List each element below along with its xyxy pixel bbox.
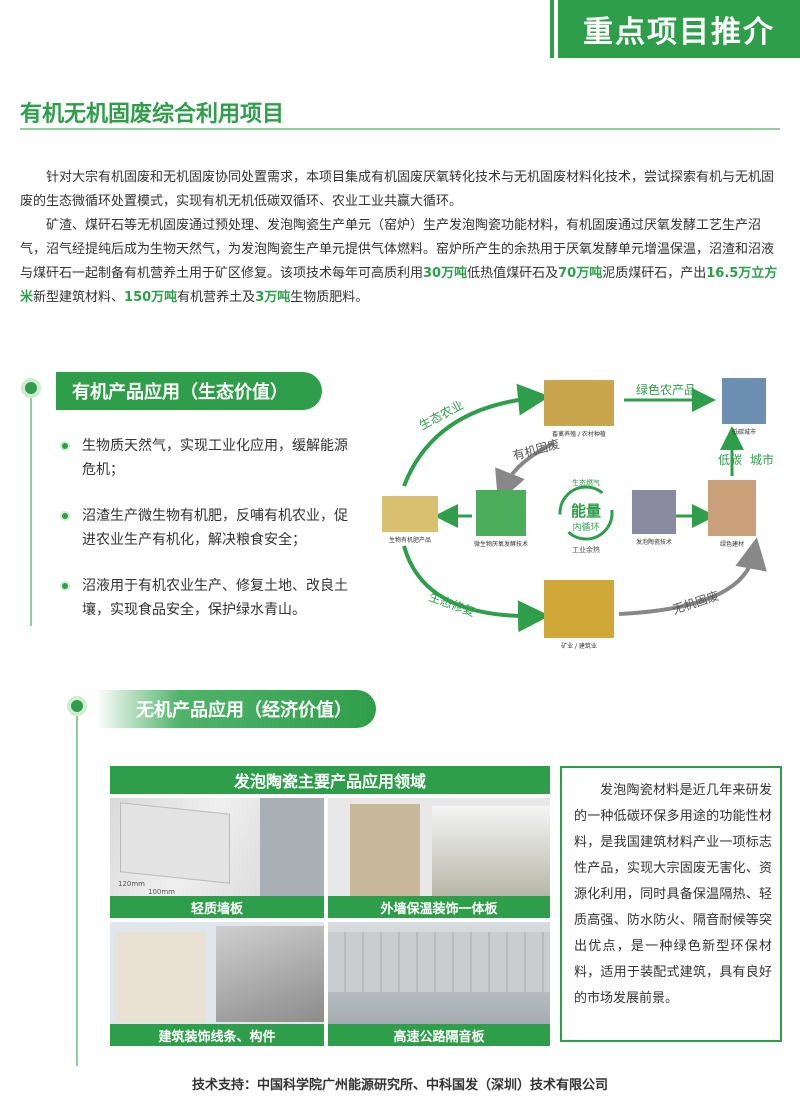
label-eco-gas: 生态燃气 — [572, 478, 600, 487]
digester-image — [476, 490, 526, 536]
label-inorganic-waste: 无机固废 — [670, 588, 720, 617]
list-item: 沼液用于有机农业生产、修复土地、改良土壤，实现食品安全，保护绿水青山。 — [58, 574, 358, 622]
panel-shape — [120, 802, 230, 884]
highlight-value: 3万吨 — [255, 290, 291, 305]
node-kiln-label: 发泡陶瓷技术 — [636, 538, 672, 546]
highlight-value: 70万吨 — [558, 266, 603, 281]
highlight-value: 30万吨 — [423, 266, 468, 281]
node-farm-label: 畜禽养殖 / 农村种植 — [552, 430, 606, 438]
gallery-title: 发泡陶瓷主要产品应用领域 — [110, 766, 550, 794]
highlight-value: 150万吨 — [124, 290, 178, 305]
label-organic-waste: 有机固废 — [511, 436, 561, 463]
arrow-inorganic-waste — [618, 537, 767, 616]
city-image — [722, 378, 766, 424]
node-material-label: 绿色建材 — [720, 540, 744, 548]
farm-image — [544, 380, 614, 426]
arrow-organic-waste — [495, 441, 555, 503]
section-title: 有机无机固废综合利用项目 — [20, 102, 285, 127]
tile-noise-barrier: 高速公路隔音板 — [328, 922, 550, 1046]
timeline-dot-inorganic — [67, 696, 87, 716]
ceiling-photo — [216, 926, 324, 1022]
arrow-eco-agri — [402, 383, 550, 487]
info-text: 发泡陶瓷材料是近几年来研发的一种低碳环保多用途的功能性材料，是我国建筑材料产业一… — [574, 783, 772, 1006]
organic-section-header: 有机产品应用（生态价值） — [56, 372, 322, 410]
intro-text-run: 生物质肥料。 — [290, 290, 369, 305]
tile-exterior-board: 外墙保温装饰一体板 — [328, 798, 550, 918]
label-city: 城市 — [750, 452, 774, 467]
label-eco-agri: 生态农业 — [417, 398, 466, 433]
intro-text: 针对大宗有机固废和无机固废协同处置需求，本项目集成有机固废厌氧转化技术与无机固废… — [20, 166, 782, 310]
intro-text-run: 低热值煤矸石及 — [467, 266, 559, 281]
tile-caption: 建筑装饰线条、构件 — [110, 1024, 324, 1046]
cycle-diagram: 畜禽养殖 / 农村种植 低碳城市 生物有机肥产品 微生物厌氧发酵技术 发泡陶瓷技… — [382, 378, 774, 650]
label-energy: 能量 — [571, 502, 601, 520]
facade-photo — [116, 932, 206, 1022]
intro-text-run: 新型建筑材料、 — [33, 290, 125, 305]
node-fert-label: 生物有机肥产品 — [389, 536, 431, 544]
info-box: 发泡陶瓷材料是近几年来研发的一种低碳环保多用途的功能性材料，是我国建筑材料产业一… — [560, 766, 782, 1042]
timeline-dot-organic — [21, 378, 41, 398]
bullet-icon — [60, 581, 70, 591]
material-image — [708, 480, 756, 536]
title-underline — [20, 128, 780, 130]
product-gallery: 发泡陶瓷主要产品应用领域 120mm 100mm 轻质墙板 外墙保温装饰一体板 … — [110, 766, 550, 1046]
timeline-line-1 — [30, 396, 32, 626]
tile-caption: 高速公路隔音板 — [328, 1024, 550, 1046]
bullet-icon — [60, 441, 70, 451]
label-inner-cycle: 内循环 — [572, 521, 599, 533]
label-eco-repair: 生态修复 — [427, 589, 477, 620]
list-item: 沼渣生产微生物有机肥，反哺有机农业，促进农业生产有机化，解决粮食安全； — [58, 504, 358, 552]
bullet-icon — [60, 511, 70, 521]
intro-text-run: 矿渣、煤矸石等无机固废通过预处理、发泡陶瓷生产单元（窑炉）生产发泡陶瓷功能材料，… — [20, 218, 775, 281]
barrier-photo — [328, 932, 550, 992]
label-low-carbon: 低碳 — [718, 453, 742, 467]
timeline-line-2 — [76, 716, 78, 1066]
bullet-text: 沼渣生产微生物有机肥，反哺有机农业，促进农业生产有机化，解决粮食安全； — [82, 508, 348, 548]
footer-credit: 技术支持：中国科学院广州能源研究所、中科国发（深圳）技术有限公司 — [191, 1078, 608, 1093]
mine-image — [544, 580, 614, 638]
intro-paragraph-2: 矿渣、煤矸石等无机固废通过预处理、发泡陶瓷生产单元（窑炉）生产发泡陶瓷功能材料，… — [20, 214, 782, 310]
stone-board-photo — [350, 804, 420, 898]
node-mine-label: 矿业 / 建筑业 — [561, 642, 597, 650]
bullet-text: 沼液用于有机农业生产、修复土地、改良土壤，实现食品安全，保护绿水青山。 — [82, 578, 348, 618]
interior-photo — [260, 798, 324, 896]
size-label-100: 100mm — [148, 888, 175, 896]
tile-caption: 轻质墙板 — [110, 896, 324, 918]
intro-text-run: 有机营养土及 — [177, 290, 256, 305]
organic-bullet-list: 生物质天然气，实现工业化应用，缓解能源危机； 沼渣生产微生物有机肥，反哺有机农业… — [58, 434, 358, 644]
fertilizer-image — [382, 496, 438, 532]
node-digester-label: 微生物厌氧发酵技术 — [474, 540, 528, 548]
inner-cycle-ring — [558, 485, 614, 541]
node-city-label: 低碳城市 — [732, 428, 756, 436]
size-label-120: 120mm — [118, 880, 145, 888]
highlight-value: 16.5万立方米 — [20, 266, 778, 305]
arrow-eco-repair — [402, 545, 550, 633]
tile-wall-panel: 120mm 100mm 轻质墙板 — [110, 798, 324, 918]
label-industry-heat: 工业余热 — [572, 545, 600, 554]
villa-photo — [432, 806, 550, 896]
kiln-image — [632, 490, 676, 534]
tile-decor-lines: 建筑装饰线条、构件 — [110, 922, 324, 1046]
intro-paragraph-1: 针对大宗有机固废和无机固废协同处置需求，本项目集成有机固废厌氧转化技术与无机固废… — [20, 170, 775, 209]
bullet-text: 生物质天然气，实现工业化应用，缓解能源危机； — [82, 438, 348, 478]
banner-edge — [550, 0, 554, 58]
intro-text-run: 泥质煤矸石，产出 — [602, 266, 707, 281]
page-banner: 重点项目推介 — [558, 0, 800, 58]
label-green-agri: 绿色农产品 — [636, 382, 696, 397]
tile-caption: 外墙保温装饰一体板 — [328, 896, 550, 918]
inorganic-section-header: 无机产品应用（经济价值） — [96, 690, 376, 728]
list-item: 生物质天然气，实现工业化应用，缓解能源危机； — [58, 434, 358, 482]
